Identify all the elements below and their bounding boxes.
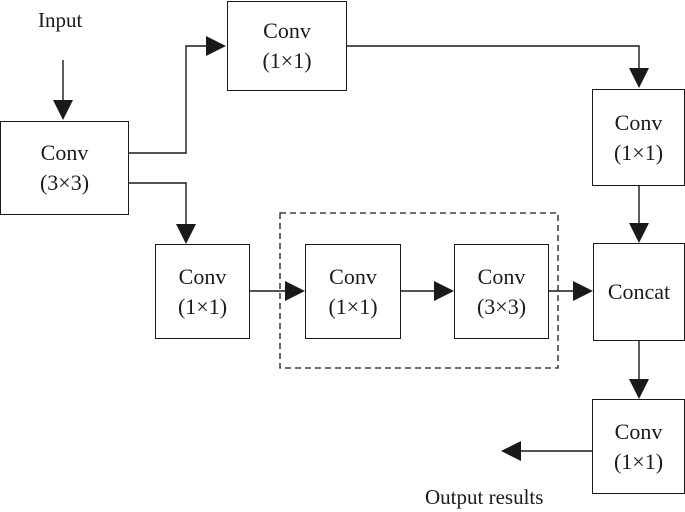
conv-lower-title: Conv [178,263,227,289]
edge-conv-entry-to-conv-top [128,36,226,154]
concat-node: Concat [593,243,685,341]
conv-top-kernel: (1×1) [262,48,312,73]
concat-title: Concat [607,279,671,304]
edge-group-b-to-concat [548,281,593,301]
conv-group-a-kernel: (1×1) [328,293,378,319]
edge-conv-top-to-conv-right [346,45,649,88]
conv-group-a-node: Conv (1×1) [305,244,401,339]
conv-group-b-kernel: (3×3) [476,293,527,319]
edge-input-to-conv-entry [53,60,73,120]
edge-group-a-to-group-b [400,281,454,301]
conv-right-node: Conv (1×1) [592,89,685,186]
edge-conv-lower-to-group-a [249,281,305,301]
output-label: Output results [425,485,544,509]
conv-entry-kernel: (3×3) [39,170,90,195]
edge-concat-to-conv-out [629,340,649,399]
conv-group-b-title: Conv [477,263,526,289]
conv-out-kernel: (1×1) [613,448,664,474]
conv-entry-node: Conv (3×3) [0,121,129,215]
edge-conv-right-to-concat [629,185,649,243]
input-label: Input [38,8,83,32]
conv-group-a-title: Conv [329,263,377,289]
edge-conv-entry-to-conv-lower [128,182,196,244]
conv-group-b-node: Conv (3×3) [454,244,549,339]
conv-out-title: Conv [614,418,663,444]
conv-entry-title: Conv [40,140,89,165]
conv-top-node: Conv (1×1) [227,1,347,91]
conv-out-node: Conv (1×1) [592,399,685,494]
conv-lower-kernel: (1×1) [177,293,228,319]
conv-lower-node: Conv (1×1) [155,244,250,339]
conv-right-kernel: (1×1) [613,139,664,165]
edge-conv-out-to-output [501,441,592,461]
conv-right-title: Conv [614,109,663,135]
conv-top-title: Conv [263,18,311,43]
